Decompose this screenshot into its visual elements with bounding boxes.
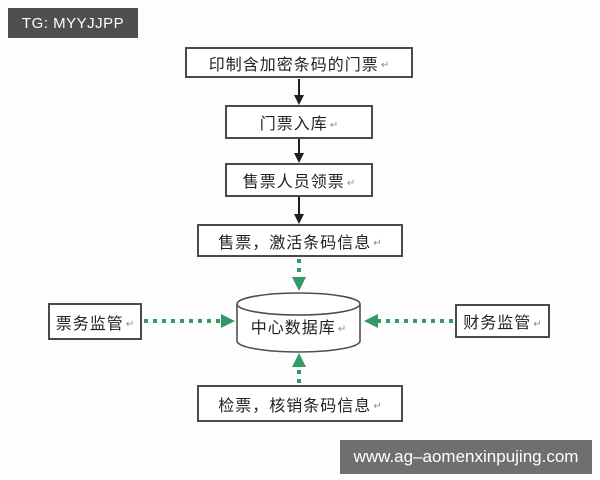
paragraph-return-mark: ↵: [380, 60, 390, 71]
node-label: 检票，核销条码信息: [218, 397, 372, 415]
watermark-tag-text: TG: MYYJJPP: [21, 14, 125, 32]
node-central-database: 中心数据库 ↵: [237, 307, 360, 345]
node-label: 财务监管: [463, 315, 532, 332]
paragraph-return-mark: ↵: [329, 119, 339, 131]
arrow-check-to-database: [292, 353, 306, 383]
watermark-tag-badge: TG: MYYJJPP: [8, 8, 138, 38]
node-print-tickets: 印制含加密条码的门票 ↵: [185, 47, 413, 78]
paragraph-return-mark: ↵: [125, 319, 135, 330]
arrow-sell-to-database: [292, 259, 306, 291]
node-seller-collects: 售票人员领票 ↵: [225, 163, 373, 197]
site-watermark-text: www.ag–aomenxinpujing.com: [353, 447, 579, 466]
node-label: 售票，激活条码信息: [218, 234, 372, 252]
paragraph-return-mark: ↵: [346, 177, 356, 189]
arrow-finance-supervision-to-database: [364, 314, 453, 328]
database-cylinder-shape: [236, 292, 361, 353]
node-ticket-storage: 门票入库 ↵: [225, 105, 373, 139]
arrow-ticket-supervision-to-database: [144, 314, 235, 328]
arrow-collect-to-sell: [294, 197, 304, 224]
node-label: 中心数据库: [250, 320, 336, 337]
site-watermark-bar: www.ag–aomenxinpujing.com: [340, 440, 592, 474]
paragraph-return-mark: ↵: [373, 401, 382, 412]
arrow-print-to-storage: [294, 79, 304, 105]
node-label: 售票人员领票: [242, 174, 345, 191]
paragraph-return-mark: ↵: [373, 238, 382, 249]
node-check-writeoff-barcode: 检票，核销条码信息 ↵: [197, 385, 403, 422]
node-label: 票务监管: [55, 315, 124, 333]
paragraph-return-mark: ↵: [337, 323, 347, 335]
node-label: 门票入库: [259, 116, 328, 133]
arrow-storage-to-collect: [294, 139, 304, 163]
node-sell-activate-barcode: 售票，激活条码信息 ↵: [197, 224, 403, 257]
node-ticket-supervision: 票务监管 ↵: [48, 303, 142, 340]
paragraph-return-mark: ↵: [533, 318, 542, 330]
node-finance-supervision: 财务监管 ↵: [455, 304, 550, 338]
node-label: 印制含加密条码的门票: [208, 56, 379, 74]
